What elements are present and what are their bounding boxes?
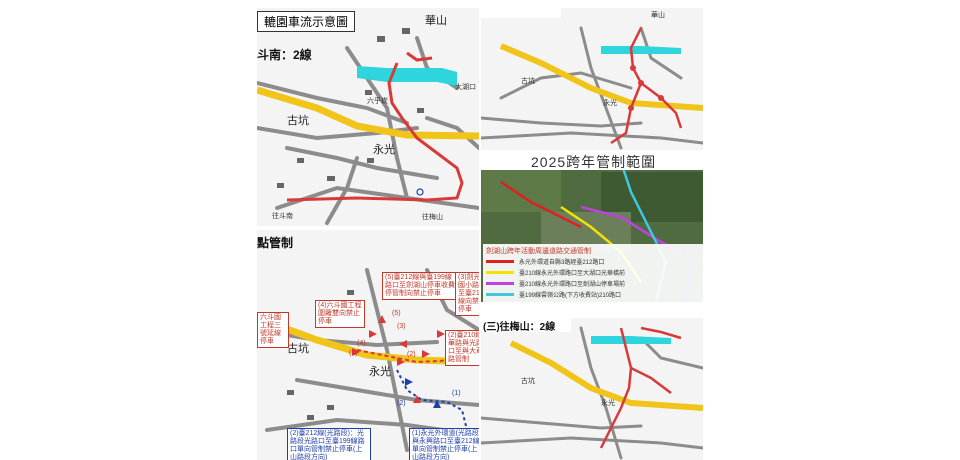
callout-2-blue: (2)臺212線(光路段)：光路段光路口至臺199線路口單向管制禁止停車(上山路… <box>287 428 371 460</box>
place-gukeng: 古坑 <box>287 115 309 127</box>
map-title: 轆園車流示意圖 <box>257 11 356 32</box>
callout-5: (5)臺212線與臺199線路口至劍湖山停車收費停管制向禁止停車 <box>382 272 458 300</box>
legend-row: 永光外環道自縣3路經臺212路口 <box>486 256 701 267</box>
map-top-right-roads <box>481 8 703 150</box>
map-panel-bottom-right: (三)往梅山：2線 古坑 永光 <box>481 318 703 460</box>
place-toward-meishan: 往梅山 <box>422 214 443 221</box>
legend-swatch-yellow <box>486 271 514 274</box>
place-gukeng-br: 古坑 <box>521 378 535 385</box>
section-meishan-label: (三)往梅山：2線 <box>483 322 556 333</box>
legend-label: 臺199線雲嶺公路(下方收費站)210路口 <box>519 293 622 299</box>
callout-2-red: (2)臺210線華路與光路口至與大華路管制 <box>445 330 479 366</box>
callout-3: (3)劍光國小路口至臺210線向禁止停車 <box>455 272 479 316</box>
callout-1-blue: (1)永光外環道(光路段)與永興路口至臺212線單向管制禁止停車(上山路段方向) <box>409 428 479 460</box>
satellite-legend: 劍湖山跨年活動周邊道路交通管制 永光外環道自縣3路經臺212路口 臺210線永光… <box>483 244 704 302</box>
place-yongguang: 永光 <box>373 144 395 156</box>
marker-blue-1: (1) <box>452 390 461 397</box>
marker-blue-2: (2) <box>397 400 406 407</box>
legend-title: 劍湖山跨年活動周邊道路交通管制 <box>486 248 591 255</box>
callout-4: (4)六斗國工程圍籬雙向禁止停車 <box>315 300 365 328</box>
legend-row: 臺210線永光外環路口至大湖口光華橋前 <box>486 267 701 278</box>
map-top-left-roads <box>257 28 479 225</box>
legend-swatch-red <box>486 260 514 263</box>
place-yongguang-tr: 永光 <box>603 100 617 107</box>
marker-4: (4) <box>357 340 366 347</box>
place-yongguang-br: 永光 <box>601 400 615 407</box>
legend-row: 臺199線雲嶺公路(下方收費站)210路口 <box>486 289 701 300</box>
legend-row: 臺210線永光外環路口至劍湖山停車場前 <box>486 278 701 289</box>
legend-label: 臺210線永光外環路口至劍湖山停車場前 <box>519 282 626 288</box>
map-bottom-right-roads <box>481 318 703 460</box>
legend-label: 永光外環道自縣3路經臺212路口 <box>519 260 605 266</box>
place-toward-douliu: 往斗南 <box>272 213 293 220</box>
marker-3: (3) <box>397 323 406 330</box>
legend-label: 臺210線永光外環路口至大湖口光華橋前 <box>519 271 626 277</box>
place-dahukou: 大湖口 <box>455 84 476 91</box>
satellite-title: 2025跨年管制範圍 <box>531 154 657 170</box>
legend-swatch-cyan <box>486 293 514 296</box>
section-point-control-label: 點管制 <box>257 236 294 250</box>
map-panel-bottom-left: 點管制 古坑 永光 (5)臺212線與臺199線路口至劍湖山停車收費停管制向禁止… <box>257 230 479 460</box>
place-huashan-tr: 華山 <box>651 12 665 19</box>
legend-swatch-purple <box>486 282 514 285</box>
marker-5: (5) <box>392 310 401 317</box>
marker-1: (1) <box>349 350 358 357</box>
callout-3-left: 六斗國工程三號延線停車 <box>257 312 289 348</box>
marker-2: (2) <box>407 351 416 358</box>
section-douliu-label: 斗南：2線 <box>257 48 312 62</box>
map-panel-top-left: 轆園車流示意圖 斗南：2線 華山 古坑 永光 往斗南 往梅山 六乎崁 大湖口 <box>257 8 479 226</box>
map-panel-top-right: 華山 古坑 永光 <box>481 8 703 150</box>
place-gukeng-2: 古坑 <box>287 343 309 355</box>
place-liuguai: 六乎崁 <box>367 98 388 105</box>
place-yongguang-2: 永光 <box>369 366 391 378</box>
place-huashan: 華山 <box>425 15 447 27</box>
place-gukeng-tr: 古坑 <box>521 78 535 85</box>
